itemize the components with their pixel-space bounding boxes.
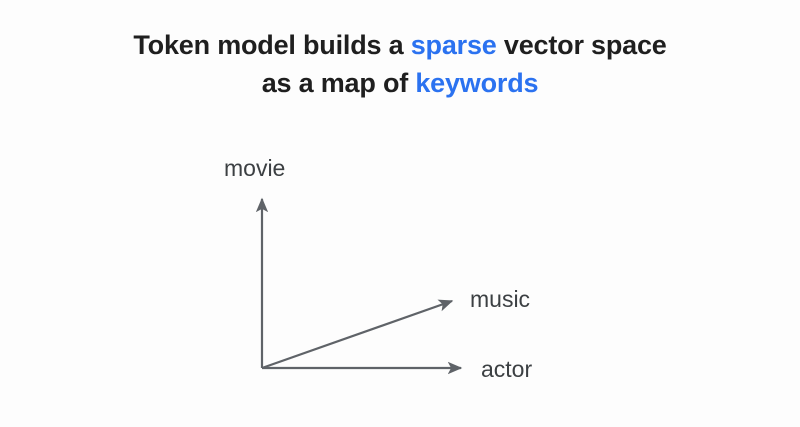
axis-label-actor: actor [481,356,533,382]
title-line-2-accent-word: keywords [415,68,539,98]
page-title: Token model builds a sparse vector space… [0,26,800,102]
music-axis-arrow [261,299,454,370]
title-line-1-accent-word: sparse [410,30,497,60]
title-line-1-text-before: Token model builds a [133,30,411,60]
title-line-2: as a map of keywords [0,64,800,102]
title-line-2-text-before: as a map of [261,68,416,98]
title-line-1-text-after: vector space [496,30,667,60]
axis-label-movie: movie [224,155,286,181]
title-line-1: Token model builds a sparse vector space [0,26,800,64]
axis-label-music: music [470,286,531,312]
